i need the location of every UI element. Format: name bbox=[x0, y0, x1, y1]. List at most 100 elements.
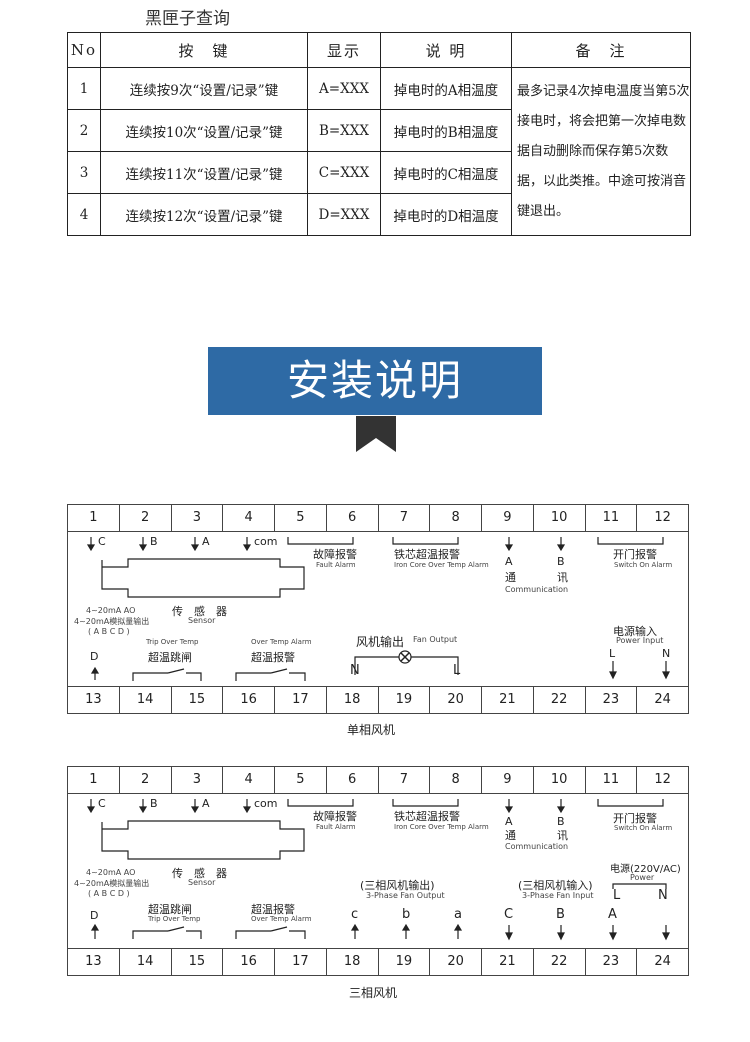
comm-b: B bbox=[557, 815, 565, 828]
row-key: 连续按11次“设置/记录”键 bbox=[100, 151, 308, 194]
terminal-4: 4 bbox=[223, 505, 275, 531]
door-alarm-en: Switch On Alarm bbox=[614, 824, 673, 832]
fault-alarm-cn: 故障报警 bbox=[313, 548, 357, 561]
trip-cn: 超温跳闸 bbox=[148, 651, 192, 664]
terminal-11: 11 bbox=[586, 767, 638, 793]
comm-cn-2: 讯 bbox=[557, 571, 568, 584]
power-input-cn: 电源输入 bbox=[613, 625, 657, 638]
over-temp-en: Over Temp Alarm bbox=[251, 638, 312, 646]
row-display: D=XXX bbox=[307, 193, 381, 236]
power-cn: 电源(220V/AC) bbox=[610, 864, 681, 875]
terminal-14: 14 bbox=[120, 949, 172, 975]
chevron-down-icon bbox=[356, 416, 396, 452]
terminal-16: 16 bbox=[223, 949, 275, 975]
label-a: A bbox=[202, 797, 210, 810]
terminal-2: 2 bbox=[120, 505, 172, 531]
terminal-23: 23 bbox=[586, 687, 638, 713]
row-no: 3 bbox=[67, 151, 101, 194]
label-c: C bbox=[98, 535, 106, 548]
row-desc: 掉电时的B相温度 bbox=[380, 109, 512, 152]
table-title: 黑匣子查询 bbox=[145, 9, 230, 29]
sensor-en: Sensor bbox=[188, 616, 216, 625]
over-temp-en: Over Temp Alarm bbox=[251, 915, 312, 923]
ao-line3: ( A B C D ) bbox=[88, 889, 130, 898]
terminal-22: 22 bbox=[534, 949, 586, 975]
terminal-19: 19 bbox=[379, 949, 431, 975]
ao-line1: 4~20mA AO bbox=[86, 868, 136, 877]
terminal-24: 24 bbox=[654, 692, 671, 707]
label-com: com bbox=[254, 797, 278, 810]
terminal-14: 14 bbox=[120, 687, 172, 713]
terminal-3: 3 bbox=[172, 767, 224, 793]
terminal-9: 9 bbox=[482, 767, 534, 793]
fault-alarm-en: Fault Alarm bbox=[316, 823, 356, 831]
comm-en: Communication bbox=[505, 585, 569, 594]
power-en: Power bbox=[630, 873, 655, 882]
comm-cn-1: 通 bbox=[505, 571, 516, 584]
over-temp-cn: 超温报警 bbox=[251, 651, 295, 664]
terminal-5: 5 bbox=[275, 505, 327, 531]
single-phase-wiring bbox=[86, 537, 670, 681]
row-no: 1 bbox=[67, 67, 101, 110]
fan-output-cn: (三相风机输出) bbox=[360, 879, 435, 892]
comm-en: Communication bbox=[505, 842, 569, 851]
terminal-10: 10 bbox=[534, 767, 586, 793]
fan-output-cn: 风机输出 bbox=[356, 635, 405, 649]
door-alarm-cn: 开门报警 bbox=[613, 812, 657, 825]
iron-alarm-cn: 铁芯超温报警 bbox=[394, 810, 460, 823]
fan-output-en: 3-Phase Fan Output bbox=[366, 891, 445, 900]
label-b: B bbox=[150, 535, 158, 548]
power-input-en: Power Input bbox=[616, 636, 664, 645]
comm-cn-2: 讯 bbox=[557, 829, 568, 842]
terminal-24: 24 bbox=[654, 954, 671, 969]
terminal-17: 17 bbox=[275, 687, 327, 713]
terminal-22: 22 bbox=[534, 687, 586, 713]
terminal-13: 13 bbox=[68, 949, 120, 975]
row-desc: 掉电时的D相温度 bbox=[380, 193, 512, 236]
terminal-15: 15 bbox=[172, 949, 224, 975]
power-n: N bbox=[658, 888, 668, 903]
out-b: b bbox=[402, 907, 411, 922]
terminal-7: 7 bbox=[379, 767, 431, 793]
terminal-20: 20 bbox=[430, 687, 482, 713]
fan-output-en: Fan Output bbox=[413, 635, 458, 644]
door-alarm-en: Switch On Alarm bbox=[614, 561, 673, 569]
out-a: a bbox=[454, 907, 462, 922]
table-row: 2 连续按10次“设置/记录”键 B=XXX 掉电时的B相温度 bbox=[67, 109, 691, 152]
fan-input-en: 3-Phase Fan Input bbox=[522, 891, 594, 900]
table-row: 1 连续按9次“设置/记录”键 A=XXX 掉电时的A相温度 最多记录4次掉电温… bbox=[67, 67, 691, 236]
label-b: B bbox=[150, 797, 158, 810]
ao-line2: 4~20mA模拟量输出 bbox=[74, 879, 150, 888]
terminal-21: 21 bbox=[482, 949, 534, 975]
sensor-cn: 传 感 器 bbox=[172, 867, 227, 880]
black-box-query-table: No 按 键 显示 说 明 备 注 1 连续按9次“设置/记录”键 A=XXX … bbox=[67, 32, 691, 236]
terminal-18: 18 bbox=[327, 949, 379, 975]
terminal-13: 13 bbox=[68, 687, 120, 713]
terminal-19: 19 bbox=[379, 687, 431, 713]
terminal-20: 20 bbox=[430, 949, 482, 975]
label-d: D bbox=[90, 909, 99, 922]
row-key: 连续按12次“设置/记录”键 bbox=[100, 193, 308, 236]
in-a: A bbox=[608, 907, 617, 922]
terminal-6: 6 bbox=[327, 505, 379, 531]
ao-line1: 4~20mA AO bbox=[86, 606, 136, 615]
terminal-6: 6 bbox=[327, 767, 379, 793]
terminal-1: 1 bbox=[68, 505, 120, 531]
row-display: B=XXX bbox=[307, 109, 381, 152]
terminal-15: 15 bbox=[172, 687, 224, 713]
label-a: A bbox=[202, 535, 210, 548]
row-display: A=XXX bbox=[307, 67, 381, 110]
comm-a: A bbox=[505, 555, 513, 568]
row-key: 连续按9次“设置/记录”键 bbox=[100, 67, 308, 110]
fan-l: L bbox=[453, 663, 461, 678]
door-alarm-cn: 开门报警 bbox=[613, 548, 657, 561]
row-no: 4 bbox=[67, 193, 101, 236]
terminal-8: 8 bbox=[430, 767, 482, 793]
row-desc: 掉电时的A相温度 bbox=[380, 67, 512, 110]
label-c: C bbox=[98, 797, 106, 810]
row-note: 最多记录4次掉电温度当第5次接电时，将会把第一次掉电数据自动删除而保存第5次数据… bbox=[511, 67, 691, 236]
